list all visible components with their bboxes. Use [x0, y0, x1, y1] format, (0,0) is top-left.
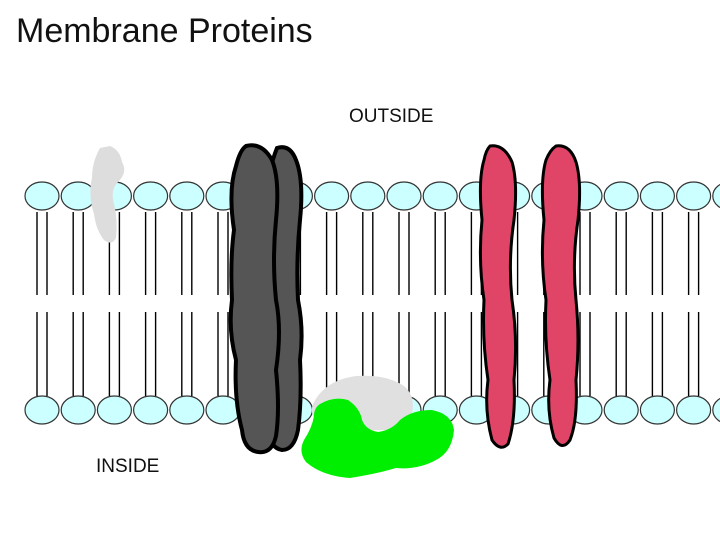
lipid-head [133, 181, 169, 211]
lipid-head [350, 181, 386, 211]
lipid-head [422, 181, 458, 211]
lipid-head [169, 181, 205, 211]
transmembrane-protein-dark [228, 143, 304, 455]
transmembrane-protein-red [478, 144, 582, 449]
lipid-head [24, 181, 60, 211]
peripheral-protein-outer [90, 146, 125, 243]
lipid-head [314, 181, 350, 211]
inside-label: INSIDE [96, 456, 160, 477]
lipid-head [60, 181, 96, 211]
lipid-head [60, 395, 96, 425]
lipid-head [639, 395, 676, 425]
peripheral-protein-inner [301, 375, 454, 478]
lipid-head [169, 395, 205, 425]
lipid-head [712, 397, 720, 423]
lipid-head [96, 395, 133, 425]
lipid-head [386, 181, 422, 211]
outside-label: OUTSIDE [349, 106, 434, 127]
lipid-head [712, 183, 720, 209]
lipid-head [603, 181, 639, 211]
lipid-head [24, 395, 60, 425]
lipid-head [675, 181, 712, 211]
lipid-head [639, 181, 676, 211]
lipid-head [603, 395, 639, 425]
lipid-head [675, 395, 712, 425]
lipid-head [133, 395, 169, 425]
page-title: Membrane Proteins [16, 12, 313, 50]
